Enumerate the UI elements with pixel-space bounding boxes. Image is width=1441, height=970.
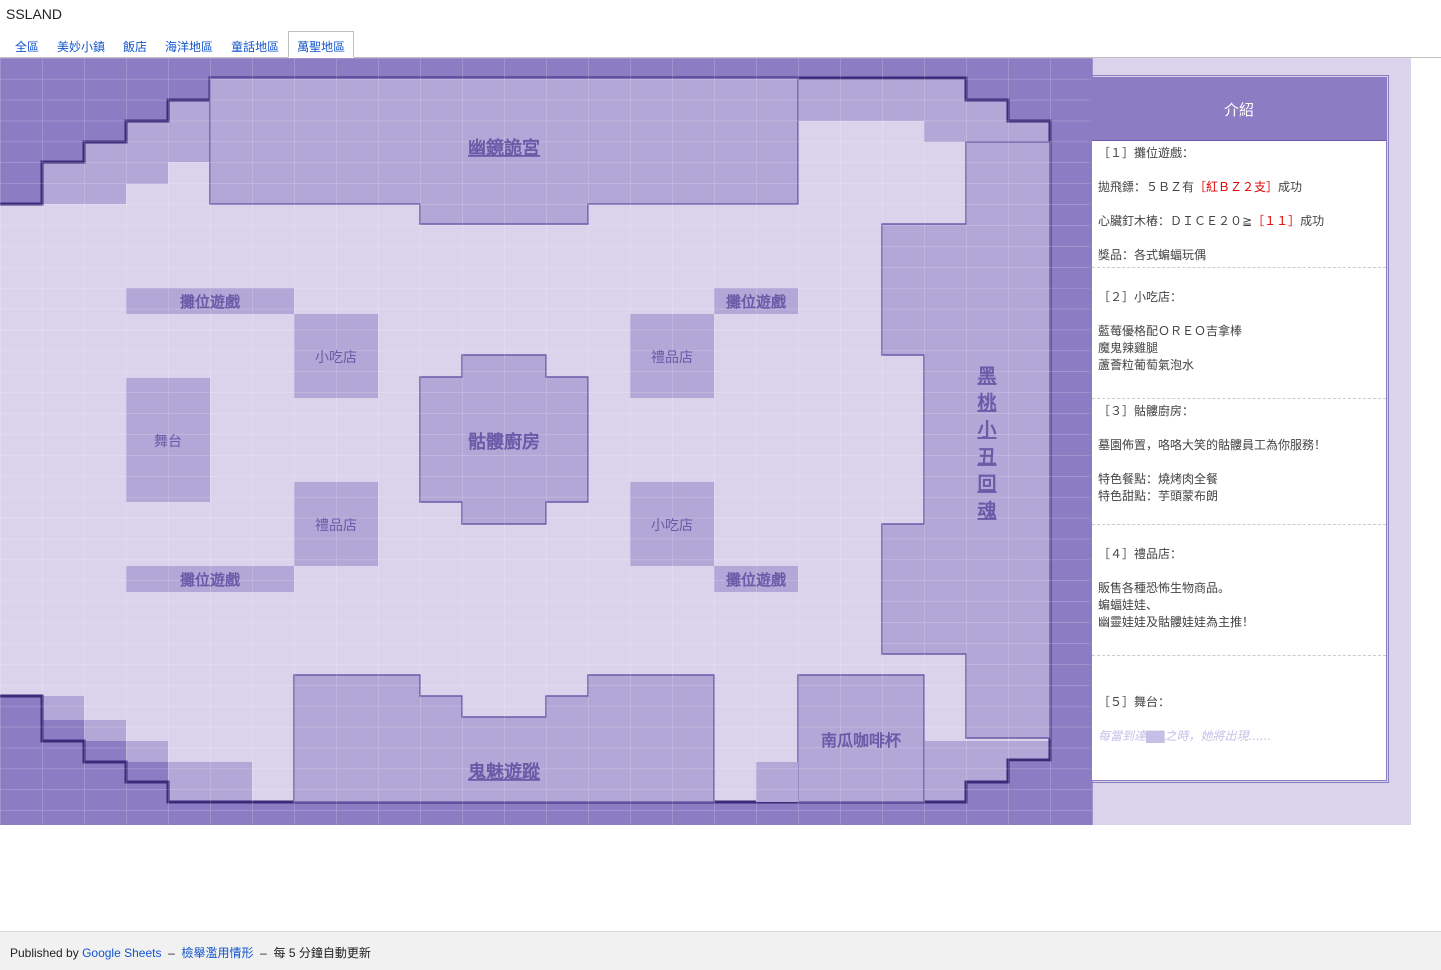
info-heading: 介紹 — [1092, 78, 1386, 141]
info-line: 販售各種恐怖生物商品。 — [1098, 581, 1231, 595]
section-title: ［２］小吃店： — [1098, 290, 1183, 304]
snack-left-label: 小吃店 — [315, 350, 357, 366]
info-line: 心臟釘木樁：ＤＩＣＥ２０≧［１１］成功 — [1098, 214, 1325, 228]
google-sheets-link[interactable]: Google Sheets — [82, 946, 162, 960]
clown-label-0[interactable]: 黑 — [977, 365, 996, 387]
hidden-text: 每當到達▇▇之時，她將出現...... — [1098, 729, 1272, 743]
booth-tl-label: 攤位遊戲 — [180, 293, 241, 311]
clown-label-5[interactable]: 魂 — [977, 499, 996, 522]
document-title: SSLAND — [6, 6, 63, 22]
tab-hotel[interactable]: 飯店 — [123, 40, 148, 54]
info-panel: 介紹 ［１］攤位遊戲： 拋飛鏢：５ＢＺ有［紅ＢＺ２支］成功 心臟釘木樁：ＤＩＣＥ… — [1091, 77, 1387, 781]
footer-separator: – — [168, 946, 175, 960]
kitchen-label: 骷髏廚房 — [468, 431, 540, 453]
info-line: 蘆薈粒葡萄氣泡水 — [1098, 358, 1195, 372]
pumpkin-label: 南瓜咖啡杯 — [821, 731, 902, 750]
info-section-gift: ［４］禮品店： 販售各種恐怖生物商品。 蝙蝠娃娃、 幽靈娃娃及骷髏娃娃為主推！ — [1092, 525, 1386, 656]
info-section-snack: ［２］小吃店： 藍莓優格配ＯＲＥＯ吉拿棒 魔鬼辣雞腿 蘆薈粒葡萄氣泡水 — [1092, 268, 1386, 399]
info-panel-frame — [1089, 75, 1389, 783]
report-abuse-link[interactable]: 檢舉濫用情形 — [181, 946, 254, 960]
footer: Published by Google Sheets – 檢舉濫用情形 – 每 … — [0, 931, 1441, 970]
stage-label: 舞台 — [154, 434, 182, 450]
clown-label-2[interactable]: 小 — [977, 419, 996, 441]
booth-tr-label: 攤位遊戲 — [726, 293, 787, 311]
sheet-tabs: 全區 美妙小鎮 飯店 海洋地區 童話地區 萬聖地區 — [6, 31, 355, 58]
tab-wonder-town[interactable]: 美妙小鎮 — [57, 40, 106, 54]
tab-fairytale[interactable]: 童話地區 — [231, 40, 280, 54]
info-line: 特色餐點：燒烤肉全餐 — [1098, 472, 1219, 486]
info-section-stage: ［５］舞台： 每當到達▇▇之時，她將出現...... — [1092, 656, 1386, 776]
palace-label[interactable]: 幽鏡詭宮 — [468, 137, 540, 159]
tab-all[interactable]: 全區 — [15, 40, 40, 54]
section-title: ［４］禮品店： — [1098, 547, 1183, 561]
auto-refresh-text: 每 5 分鐘自動更新 — [273, 946, 371, 960]
info-line: 魔鬼辣雞腿 — [1098, 341, 1159, 355]
info-line: 墓園佈置，咯咯大笑的骷髏員工為你服務！ — [1098, 438, 1327, 452]
gift-right-label: 禮品店 — [651, 350, 693, 366]
section-title: ［１］攤位遊戲： — [1098, 146, 1195, 160]
sheet-content: 幽鏡詭宮 骷髏廚房 鬼魅遊蹤 南瓜咖啡杯 黑 桃 小 丑 回 魂 攤位遊戲 攤位… — [0, 58, 1441, 825]
gift-left-label: 禮品店 — [315, 518, 357, 534]
info-section-booth: ［１］攤位遊戲： 拋飛鏢：５ＢＺ有［紅ＢＺ２支］成功 心臟釘木樁：ＤＩＣＥ２０≧… — [1092, 141, 1386, 268]
info-line: 獎品：各式蝙蝠玩偶 — [1098, 248, 1207, 262]
footer-separator: – — [260, 946, 267, 960]
info-heading-text: 介紹 — [1223, 100, 1254, 119]
tab-divider — [0, 57, 1441, 58]
info-section-kitchen: ［３］骷髏廚房： 墓園佈置，咯咯大笑的骷髏員工為你服務！ 特色餐點：燒烤肉全餐 … — [1092, 399, 1386, 525]
info-line: 幽靈娃娃及骷髏娃娃為主推！ — [1098, 615, 1255, 629]
clown-label-3[interactable]: 丑 — [977, 446, 996, 468]
grid-overlay — [0, 58, 1093, 825]
clown-label-4[interactable]: 回 — [977, 473, 996, 495]
ghost-trail-label[interactable]: 鬼魅遊蹤 — [468, 761, 541, 783]
booth-br-label: 攤位遊戲 — [726, 571, 787, 589]
info-line: 拋飛鏢：５ＢＺ有［紅ＢＺ２支］成功 — [1098, 180, 1303, 194]
tab-halloween[interactable]: 萬聖地區 — [288, 31, 355, 58]
snack-right-label: 小吃店 — [651, 518, 693, 534]
info-line: 特色甜點：芋頭蒙布朗 — [1098, 489, 1219, 503]
section-title: ［３］骷髏廚房： — [1098, 404, 1195, 418]
booth-bl-label: 攤位遊戲 — [180, 571, 241, 589]
halloween-map: 幽鏡詭宮 骷髏廚房 鬼魅遊蹤 南瓜咖啡杯 黑 桃 小 丑 回 魂 攤位遊戲 攤位… — [0, 58, 1411, 825]
tab-ocean[interactable]: 海洋地區 — [165, 40, 214, 54]
info-line: 藍莓優格配ＯＲＥＯ吉拿棒 — [1098, 324, 1243, 338]
published-by-text: Published by — [10, 946, 79, 960]
section-title: ［５］舞台： — [1098, 695, 1171, 709]
clown-label-1[interactable]: 桃 — [977, 391, 996, 414]
info-line: 蝙蝠娃娃、 — [1098, 598, 1159, 612]
